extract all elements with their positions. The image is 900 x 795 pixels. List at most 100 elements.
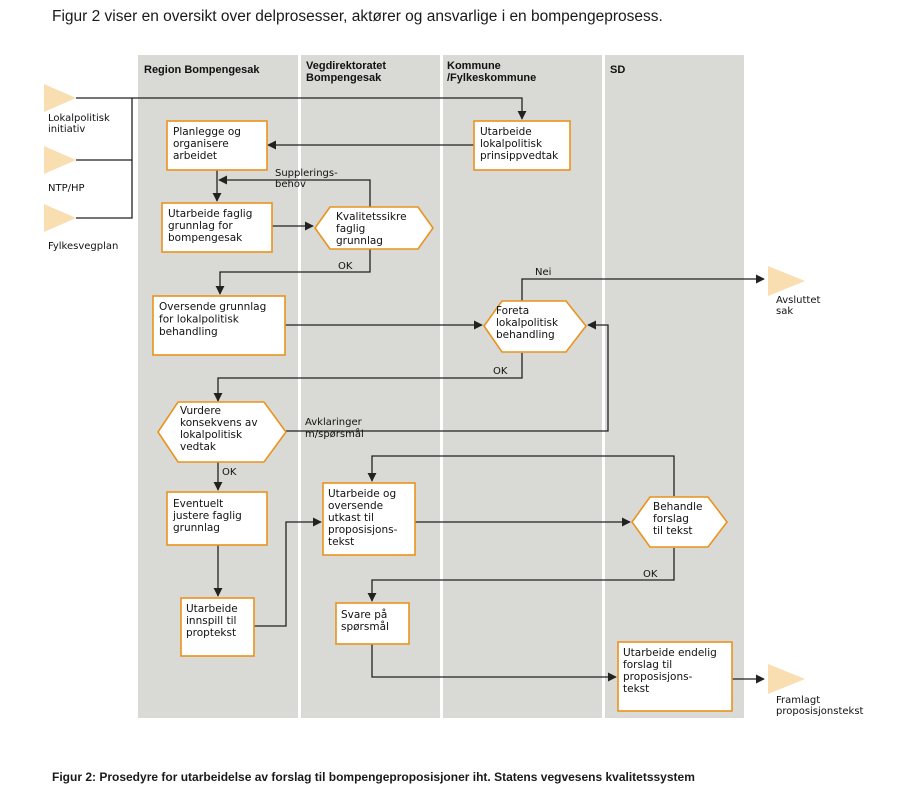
text-line: vedtak: [180, 441, 217, 453]
text-line: Vurdere: [180, 405, 221, 417]
text-line: justere faglig: [172, 510, 242, 522]
label-ok-behandle: OK: [643, 569, 658, 580]
text-line: Avklaringer: [305, 417, 363, 428]
label-ok-foreta: OK: [493, 366, 508, 377]
text-line: Region Bompengesak: [144, 64, 260, 76]
text-line: proptekst: [186, 627, 236, 639]
box-justere: [166, 491, 268, 546]
text-line: Utarbeide faglig: [168, 208, 252, 220]
label-ok-vurdere: OK: [222, 467, 237, 478]
start-triangle-fylkesvegplan: [44, 204, 76, 232]
text-line: /Fylkeskommune: [447, 72, 536, 84]
flow-innspill-to-utkast: [254, 517, 322, 627]
text-line: Utarbeide: [480, 126, 532, 138]
text-line: Kommune: [447, 60, 501, 72]
text-line: arbeidet: [173, 150, 217, 162]
text-line: SD: [610, 64, 625, 76]
text-line: lokalpolitisk: [180, 429, 243, 441]
flow-behandle-back-to-utkast: [367, 455, 675, 496]
decision-vurdere: [157, 401, 287, 463]
box-planlegge: [166, 120, 268, 171]
text-line: proposisjonstekst: [776, 706, 864, 717]
start-triangle-initiativ: [44, 84, 76, 112]
flow-suppleringsbehov: [218, 175, 371, 207]
decision-kvalitetssikre: [314, 206, 434, 250]
text-line: Utarbeide endelig: [623, 647, 717, 659]
text-line: behandling: [159, 326, 218, 338]
text-line: organisere: [173, 138, 229, 150]
box-faglig-grunnlag: [161, 202, 273, 253]
text-line: Eventuelt: [173, 498, 223, 510]
text-line: sak: [776, 306, 793, 317]
text-line: Utarbeide: [186, 603, 238, 615]
input-label-ntp: NTP/HP: [48, 183, 85, 194]
label-suppleringsbehov: Supplerings-behov: [275, 168, 338, 190]
text-line: faglig: [336, 223, 365, 235]
text-line: NTP/HP: [48, 183, 85, 194]
text-line: Foreta: [496, 305, 529, 317]
label-ok-kvalitet: OK: [338, 261, 353, 272]
box-innspill: [180, 597, 255, 657]
box-endelig-forslag: [617, 641, 733, 712]
text-line: m/spørsmål: [305, 427, 364, 440]
text-line: Lokalpolitisk: [48, 113, 110, 124]
text-line: proposisjons-: [623, 671, 693, 683]
flow-ok-to-vurdere: [213, 353, 523, 402]
figure-caption: Figur 2: Prosedyre for utarbeidelse av f…: [52, 770, 695, 784]
flow-nei-to-avsluttet: [521, 274, 765, 301]
text-line: Planlegge og: [173, 126, 241, 138]
decision-behandle: [631, 496, 729, 548]
text-line: oversende: [328, 500, 383, 512]
text-line: Utarbeide og: [328, 488, 396, 500]
text-line: lokalpolitisk: [496, 317, 559, 329]
text-line: utkast til: [328, 512, 374, 524]
box-svare: [335, 602, 410, 645]
lane-sd: [605, 55, 744, 718]
text-line: tekst: [328, 536, 354, 548]
text-line: grunnlag: [173, 522, 220, 534]
text-line: forslag: [653, 513, 689, 525]
text-line: tekst: [623, 683, 649, 695]
text-line: spørsmål: [341, 620, 389, 633]
text-line: Vegdirektoratet: [306, 60, 386, 72]
text-line: lokalpolitisk: [480, 138, 543, 150]
text-line: grunnlag: [336, 235, 383, 247]
flow-ok-to-svare: [367, 548, 675, 602]
text-line: innspill til: [186, 615, 236, 627]
intro-text: Figur 2 viser en oversikt over delproses…: [52, 8, 663, 25]
text-line: grunnlag for: [168, 220, 233, 232]
lane-title-sd: SD: [610, 64, 625, 76]
text-line: behandling: [496, 329, 555, 341]
text-line: initiativ: [48, 124, 85, 135]
text-line: forslag til: [623, 659, 672, 671]
box-prinsippvedtak: [473, 120, 571, 171]
text-line: for lokalpolitisk: [159, 314, 240, 326]
end-triangle-avsluttet: [768, 266, 805, 296]
text-line: Oversende grunnlag: [159, 301, 266, 313]
box-oversende-grunnlag: [152, 295, 286, 356]
text-line: Behandle: [653, 501, 702, 513]
flow-fylkesvegplan: [76, 160, 133, 219]
flow-ok-to-oversende: [215, 248, 371, 295]
flow-initiativ-to-prinsipp: [76, 97, 527, 120]
text-line: prinsippvedtak: [480, 150, 559, 162]
text-line: behov: [275, 179, 306, 190]
lane-title-region: Region Bompengesak: [144, 64, 260, 76]
text-line: konsekvens av: [180, 417, 258, 429]
